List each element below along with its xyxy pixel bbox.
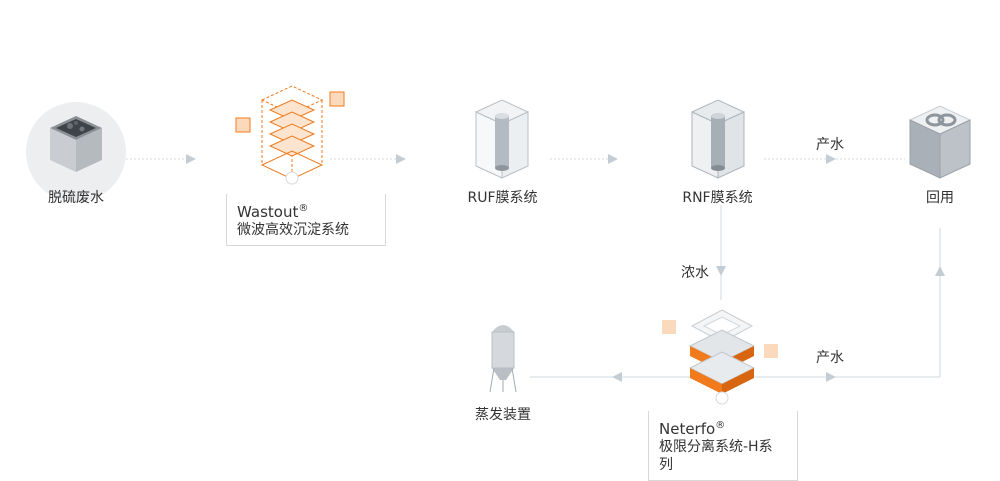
callout-wastout-desc: 微波高效沉淀系统 [237,222,349,238]
rnf-membrane-icon [690,99,746,179]
label-wastewater: 脱硫废水 [48,190,104,206]
label-reuse: 回用 [926,190,954,206]
arrow-right-product [826,372,836,382]
arrow-right-1 [186,154,196,164]
neterfo-registered-mark: ® [715,420,726,431]
neterfo-brand-text: Neterfo [659,420,716,438]
callout-neterfo-brand: Neterfo® [659,417,785,438]
flow-label-product-bottom: 产水 [816,350,844,366]
neterfo-separation-icon [662,309,778,405]
reuse-tank-icon [908,105,972,179]
arrow-left-evaporator [612,372,622,382]
wastout-settling-icon [235,85,345,185]
wastout-registered-mark: ® [298,203,309,214]
evaporator-icon [489,325,517,393]
flow-label-product-top: 产水 [816,137,844,153]
arrow-right-4 [826,154,836,164]
label-ruf: RUF膜系统 [467,190,538,206]
arrow-down-concentrate [716,266,726,276]
label-rnf: RNF膜系统 [682,190,753,206]
callout-wastout: Wastout® 微波高效沉淀系统 [226,194,386,246]
ruf-membrane-icon [474,99,530,179]
callout-neterfo-desc: 极限分离系统-H系列 [659,439,773,473]
arrow-up-reuse [935,266,945,276]
flow-label-concentrate: 浓水 [681,265,709,281]
callout-wastout-brand: Wastout® [237,200,373,221]
callout-neterfo: Neterfo® 极限分离系统-H系列 [648,411,798,481]
label-evaporator: 蒸发装置 [475,407,531,423]
flow-arrows [186,154,945,382]
wastewater-tank-icon [26,102,126,202]
arrow-right-2 [396,154,406,164]
wastout-brand-text: Wastout [237,203,299,221]
arrow-right-3 [608,154,618,164]
flow-lines [126,158,941,378]
